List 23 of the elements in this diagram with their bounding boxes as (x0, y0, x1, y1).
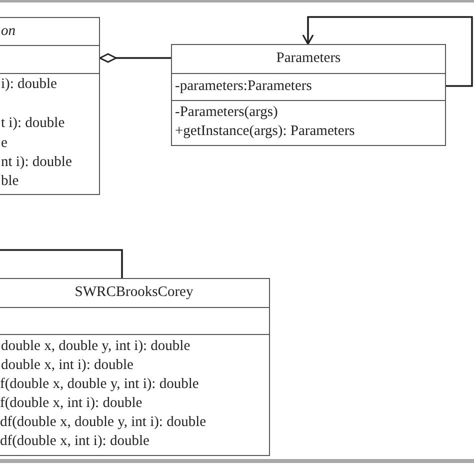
class-name: on (1, 22, 16, 40)
class-member: -Parameters(args) (175, 103, 278, 121)
class-name: SWRCBrooksCorey (74, 283, 194, 301)
class-member: +getInstance(args): Parameters (175, 122, 355, 140)
class-member: t i): double (1, 114, 65, 132)
class-box (171, 44, 446, 146)
connector-line (0, 249, 123, 278)
class-member: e (1, 134, 8, 152)
class-member: f(double x, double y, int i): double (0, 375, 199, 393)
class-member: ble (1, 172, 19, 190)
class-member: -parameters:Parameters (175, 77, 312, 95)
class-member: i): double (1, 75, 57, 93)
class-member: nt i): double (1, 153, 72, 171)
arrow (302, 16, 473, 87)
class-member: double x, double y, int i): double (1, 337, 190, 355)
class-box (0, 278, 270, 456)
class-member: f(double x, int i): double (0, 394, 142, 412)
class-box (0, 17, 100, 195)
class-name: Parameters (275, 49, 342, 67)
class-member: df(double x, int i): double (0, 432, 150, 450)
class-member: double x, int i): double (1, 356, 134, 374)
aggregation-connector (99, 53, 171, 63)
class-member: df(double x, double y, int i): double (0, 413, 206, 431)
